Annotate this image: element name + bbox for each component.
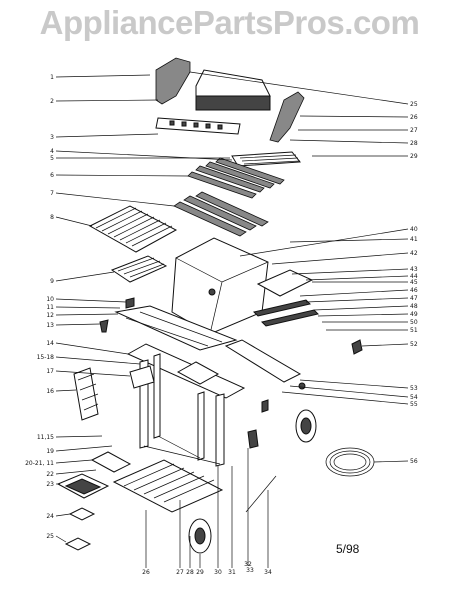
callout-label: 28 [186,569,194,576]
control-holes [169,120,223,130]
callout-label: 44 [410,273,418,280]
pan-support [90,451,132,473]
callout-label: 2 [50,98,54,105]
callout-label: 25 [46,533,54,540]
callout-label: 49 [410,311,418,318]
frame-top [114,305,238,351]
callout-label: 23 [46,481,54,488]
knob [351,339,363,355]
wheel-front [188,518,212,554]
side-shelf [73,367,99,421]
right-handle [269,91,305,143]
axle [245,475,277,513]
leg-rear-left [153,353,161,439]
callout-label: 28 [410,140,418,147]
warming-rack [231,151,301,167]
callout-label: 45 [410,279,418,286]
callout-label: 52 [410,341,418,348]
callout-labels-left: 123456789101112131415-18161711,151920-21… [25,74,54,540]
grill-lid [195,69,271,97]
callout-label: 31 [228,569,236,576]
callout-label: 29 [410,153,418,160]
callout-label: 32 [244,561,252,568]
callout-label: 26 [142,569,150,576]
callout-label: 50 [410,319,418,326]
burner-tube [253,299,311,317]
watermark: AppliancePartsPros.com [39,4,420,41]
lid-front [195,95,271,111]
callout-label: 41 [410,236,418,243]
callout-label: 56 [410,458,418,465]
callout-label: 33 [246,567,254,574]
callout-label: 11 [46,304,54,311]
callout-label: 53 [410,385,418,392]
callout-label: 25 [410,101,418,108]
callout-label: 14 [46,340,54,347]
callout-label: 22 [46,471,54,478]
callout-label: 8 [50,214,54,221]
callout-label: 16 [46,388,54,395]
ash-catcher-rack [176,361,220,385]
grease-grate [110,255,168,283]
frame-rail-right [224,339,302,383]
callout-label: 46 [410,287,418,294]
flavorizer-bars-lower [173,191,269,237]
callout-label: 24 [46,513,54,520]
callout-label: 19 [46,448,54,455]
callout-label: 51 [410,327,418,334]
catch-pan [68,507,96,521]
callout-label: 29 [196,569,204,576]
callout-label: 48 [410,303,418,310]
callout-label: 15-18 [37,354,55,361]
callout-label: 5 [50,155,54,162]
clip [261,399,269,413]
left-handle [155,57,191,105]
callout-label: 20-21, 11 [25,460,54,467]
callout-label: 47 [410,295,418,302]
drip-pan [64,537,92,551]
callout-label: 54 [410,394,418,401]
callout-label: 55 [410,401,418,408]
flavorizer-bars-upper [187,157,285,199]
screw [125,297,135,309]
manifold-bracket [247,429,259,449]
callout-label: 1 [50,74,54,81]
callout-label: 30 [214,569,222,576]
callout-label: 27 [176,569,184,576]
callout-label: 12 [46,312,54,319]
callout-label: 26 [410,114,418,121]
callout-label: 43 [410,266,418,273]
leader-lines [55,71,409,568]
callout-label: 42 [410,250,418,257]
callout-label: 9 [50,278,54,285]
wheel-rear [295,409,317,443]
callout-label: 11,15 [37,434,54,441]
cooking-grate [88,205,178,253]
gas-hose [325,447,375,477]
callout-label: 17 [46,368,54,375]
cookbox [171,237,269,335]
bolt [99,319,109,333]
leg-front-right [215,393,225,467]
callout-label: 40 [410,226,418,233]
burner-tube [261,309,319,327]
callout-label: 10 [46,296,54,303]
callout-label: 13 [46,322,54,329]
tank-bracket [129,365,155,389]
date-code: 5/98 [336,542,360,556]
leg-rear-right [197,391,205,461]
bottom-shelf [112,459,224,513]
callout-label: 27 [410,127,418,134]
callout-label: 4 [50,148,54,155]
callout-label: 3 [50,134,54,141]
callout-label: 34 [264,569,272,576]
callout-label: 7 [50,190,54,197]
callout-label: 6 [50,172,54,179]
